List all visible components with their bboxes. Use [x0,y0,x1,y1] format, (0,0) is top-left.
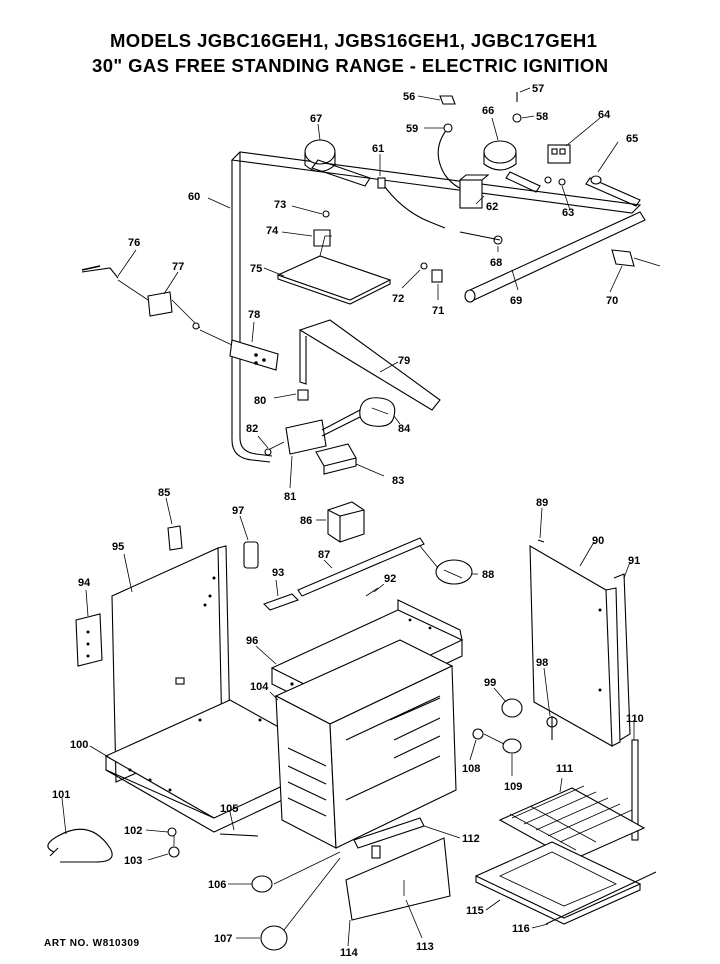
part-label: 74 [266,225,279,237]
part-label: 61 [372,143,384,155]
part-label: 73 [274,199,286,211]
part-label: 68 [490,257,502,269]
part-label: 70 [606,295,618,307]
part-label: 111 [556,763,573,775]
part-label: 66 [482,105,494,117]
part-label: 114 [340,947,359,959]
part-label: 79 [398,355,410,367]
part-label: 99 [484,677,496,689]
models-title: MODELS JGBC16GEH1, JGBS16GEH1, JGBC17GEH… [110,30,598,51]
part-label: 89 [536,497,548,509]
part-label: 102 [124,825,142,837]
part-label: 95 [112,541,124,553]
part-label: 57 [532,83,544,95]
part-label: 56 [403,91,415,103]
part-label: 112 [462,833,480,845]
part-label: 103 [124,855,142,867]
part-label: 107 [214,933,232,945]
part-label: 106 [208,879,226,891]
part-label: 78 [248,309,260,321]
part-label: 76 [128,237,140,249]
part-label: 69 [510,295,522,307]
part-label: 86 [300,515,312,527]
part-label: 116 [512,923,530,935]
part-label: 58 [536,111,548,123]
part-label: 92 [384,573,396,585]
part-label: 97 [232,505,244,517]
part-label: 109 [504,781,522,793]
part-label: 115 [466,905,484,917]
part-label: 72 [392,293,404,305]
part-label: 104 [250,681,269,693]
part-label: 110 [626,713,644,725]
part-label: 67 [310,113,322,125]
part-label: 63 [562,207,574,219]
part-label: 77 [172,261,184,273]
part-label: 90 [592,535,604,547]
part-label: 82 [246,423,258,435]
part-label: 80 [254,395,266,407]
part-label: 100 [70,739,88,751]
part-label: 96 [246,635,258,647]
part-label: 64 [598,109,611,121]
part-label: 71 [432,305,444,317]
part-label: 88 [482,569,494,581]
part-label: 84 [398,423,411,435]
part-label: 85 [158,487,170,499]
part-label: 94 [78,577,91,589]
part-label: 91 [628,555,640,567]
range-description-title: 30" GAS FREE STANDING RANGE - ELECTRIC I… [92,55,609,76]
part-label: 105 [220,803,238,815]
part-label: 59 [406,123,418,135]
manifold-assembly [230,92,661,463]
part-label: 81 [284,491,296,503]
part-label: 60 [188,191,200,203]
part-label: 113 [416,941,434,953]
oven-control-assembly [81,265,441,475]
part-label: 62 [486,201,498,213]
part-label: 98 [536,657,548,669]
art-number: ART NO. W810309 [44,938,140,949]
part-label: 101 [52,789,70,801]
part-number-labels: 56 57 58 59 64 65 66 67 61 62 63 60 73 7… [52,83,644,959]
part-label: 93 [272,567,284,579]
part-label: 75 [250,263,262,275]
cabinet-assembly [47,501,657,951]
part-label: 108 [462,763,480,775]
part-label: 65 [626,133,638,145]
leader-lines [61,87,635,947]
part-label: 87 [318,549,330,561]
part-label: 83 [392,475,404,487]
